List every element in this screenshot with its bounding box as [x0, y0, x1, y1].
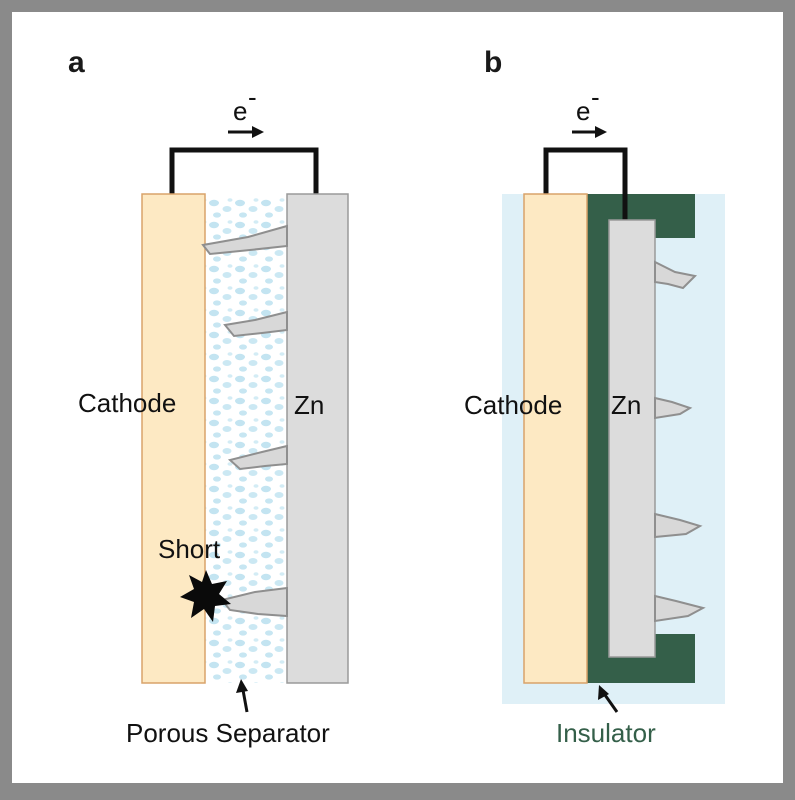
dendrite	[227, 444, 288, 471]
short-label: Short	[158, 534, 221, 564]
separator-label: Porous Separator	[126, 718, 330, 748]
dendrite	[654, 512, 703, 539]
panel-b-zinc-label: Zn	[611, 390, 641, 420]
panel-b-electron-label: e	[576, 96, 590, 126]
panel-b-zinc-anode	[608, 219, 656, 658]
panel-b-wire	[543, 147, 628, 220]
panel-b-letter: b	[484, 46, 502, 79]
dendrite	[654, 594, 706, 623]
dendrite	[654, 260, 698, 290]
insulator-label: Insulator	[556, 718, 656, 748]
panel-b-cathode	[523, 193, 588, 684]
panel-b: b e - Cathode Zn Insulator	[464, 46, 725, 748]
separator-pointer-arrow	[236, 679, 249, 713]
panel-a-electron-superscript: -	[248, 82, 257, 112]
panel-b-electron-arrow	[572, 126, 607, 138]
dendrite	[201, 224, 288, 256]
panel-a-electron-label: e	[233, 96, 247, 126]
panel-a-zinc-anode	[286, 193, 349, 684]
dendrite-short	[220, 586, 288, 618]
panel-b-cathode-label: Cathode	[464, 390, 562, 420]
dendrite	[654, 396, 693, 420]
insulator-pointer-arrow	[598, 685, 619, 713]
dendrite	[223, 310, 288, 338]
short-circuit-star	[180, 570, 231, 622]
panel-a: a e - Cathode Zn Short Porous	[68, 46, 349, 748]
panel-a-electron-arrow	[228, 126, 264, 138]
panel-a-wire	[169, 147, 319, 194]
panel-b-electron-superscript: -	[591, 82, 600, 112]
panel-a-letter: a	[68, 46, 85, 79]
panel-a-cathode-label: Cathode	[78, 388, 176, 418]
panel-a-zinc-label: Zn	[294, 390, 324, 420]
